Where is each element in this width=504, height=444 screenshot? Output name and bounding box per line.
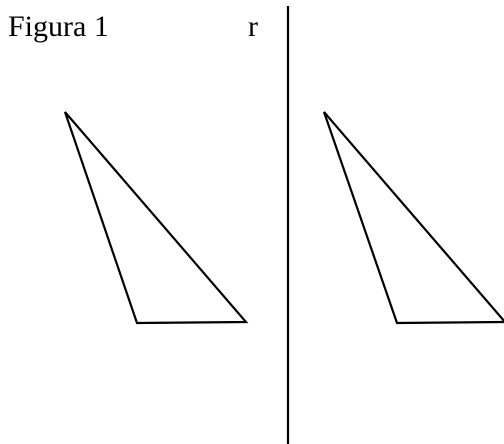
translated-triangle (322, 111, 504, 325)
axis-label-r: r (248, 10, 258, 43)
figure-title: Figura 1 (8, 10, 109, 43)
original-triangle (63, 111, 249, 325)
